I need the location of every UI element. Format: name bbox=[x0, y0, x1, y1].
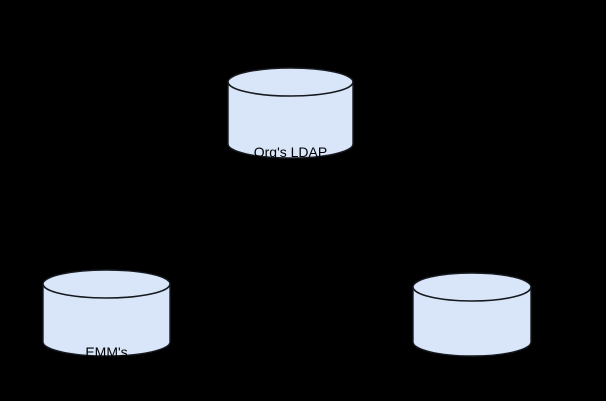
node-orgs-ldap-directory[interactable]: Org's LDAP directory bbox=[227, 67, 354, 217]
cylinder-shape-google bbox=[412, 272, 532, 357]
cylinder-shape-orgs-ldap-directory bbox=[227, 67, 354, 159]
node-label-line: Google bbox=[449, 355, 495, 372]
node-emms-database[interactable]: EMM's database bbox=[42, 269, 171, 360]
cylinder-shape-emms-database bbox=[42, 269, 171, 357]
node-label-line: directory bbox=[263, 201, 318, 218]
node-google[interactable]: Google bbox=[412, 272, 532, 371]
